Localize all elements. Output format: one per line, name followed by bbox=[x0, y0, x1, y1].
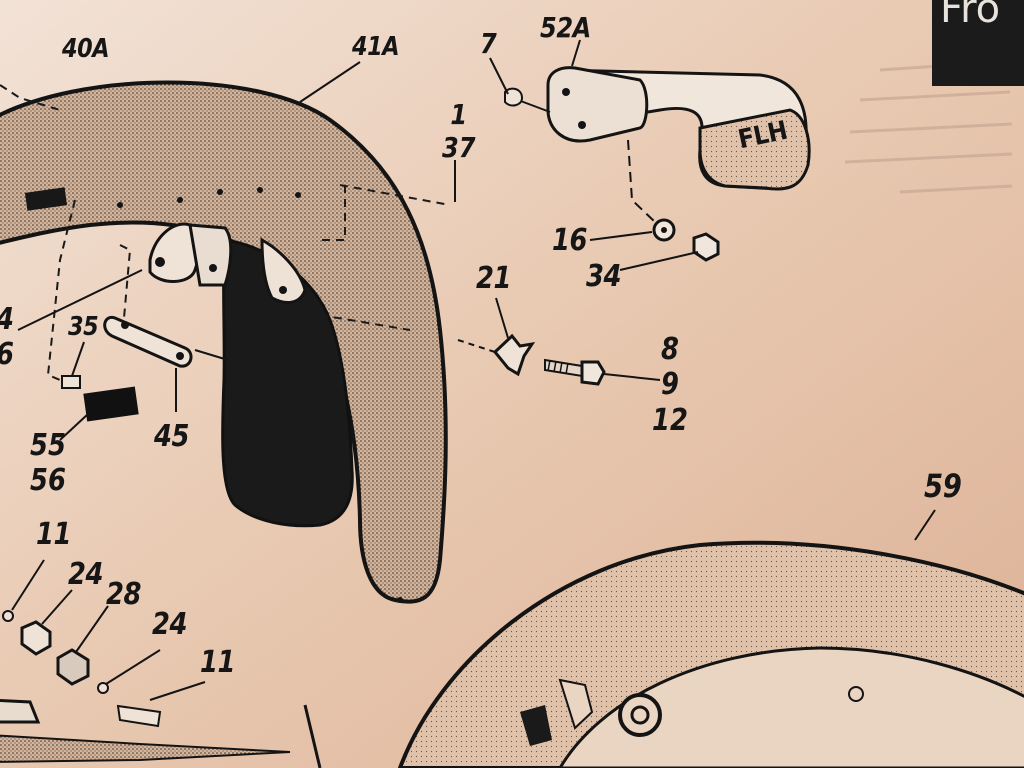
callout-9: 9 bbox=[660, 367, 679, 403]
fender-brace bbox=[103, 315, 229, 368]
callout-4: 4 bbox=[0, 302, 14, 337]
callout-8: 8 bbox=[660, 332, 679, 367]
bolt-part bbox=[544, 358, 606, 386]
nut-part bbox=[692, 232, 720, 262]
callout-41a: 41A bbox=[352, 32, 400, 62]
callout-stack-8-9-12: 8 9 12 bbox=[652, 332, 688, 438]
leader-lines bbox=[11, 39, 936, 701]
callout-6: 6 bbox=[0, 337, 14, 372]
section-header-text: Fro bbox=[940, 0, 1001, 32]
callout-7: 7 bbox=[480, 27, 497, 60]
rear-fender bbox=[397, 540, 1024, 768]
callout-24-lower: 24 bbox=[152, 607, 188, 642]
callout-56: 56 bbox=[30, 463, 66, 499]
callout-11-upper: 11 bbox=[36, 517, 72, 552]
wing-nut-part bbox=[457, 333, 536, 377]
callout-37: 37 bbox=[442, 131, 476, 165]
callout-24-upper: 24 bbox=[68, 557, 104, 592]
callout-12: 12 bbox=[652, 402, 688, 438]
callout-21: 21 bbox=[476, 261, 512, 296]
callout-1: 1 bbox=[450, 98, 468, 131]
clip-part bbox=[61, 375, 81, 389]
section-header-tab: Fro bbox=[932, 0, 1024, 86]
callout-28: 28 bbox=[106, 577, 142, 612]
callout-55: 55 bbox=[30, 428, 66, 463]
callout-stack-55-56: 55 56 bbox=[30, 428, 66, 499]
callout-11-lower: 11 bbox=[200, 645, 236, 680]
callout-stack-4-6: 4 6 bbox=[0, 302, 14, 373]
reflector-part bbox=[83, 386, 139, 422]
lower-hardware bbox=[0, 610, 322, 768]
callout-52a: 52A bbox=[540, 11, 591, 44]
callout-34: 34 bbox=[586, 259, 622, 294]
callout-59: 59 bbox=[924, 467, 962, 505]
callout-16: 16 bbox=[552, 223, 588, 258]
front-fender bbox=[0, 80, 451, 604]
callout-stack-1-37: 1 37 bbox=[442, 98, 476, 164]
callout-40a: 40A bbox=[62, 34, 110, 64]
callout-35: 35 bbox=[68, 312, 99, 342]
fender-emblem bbox=[504, 66, 811, 223]
callout-45: 45 bbox=[154, 419, 190, 454]
